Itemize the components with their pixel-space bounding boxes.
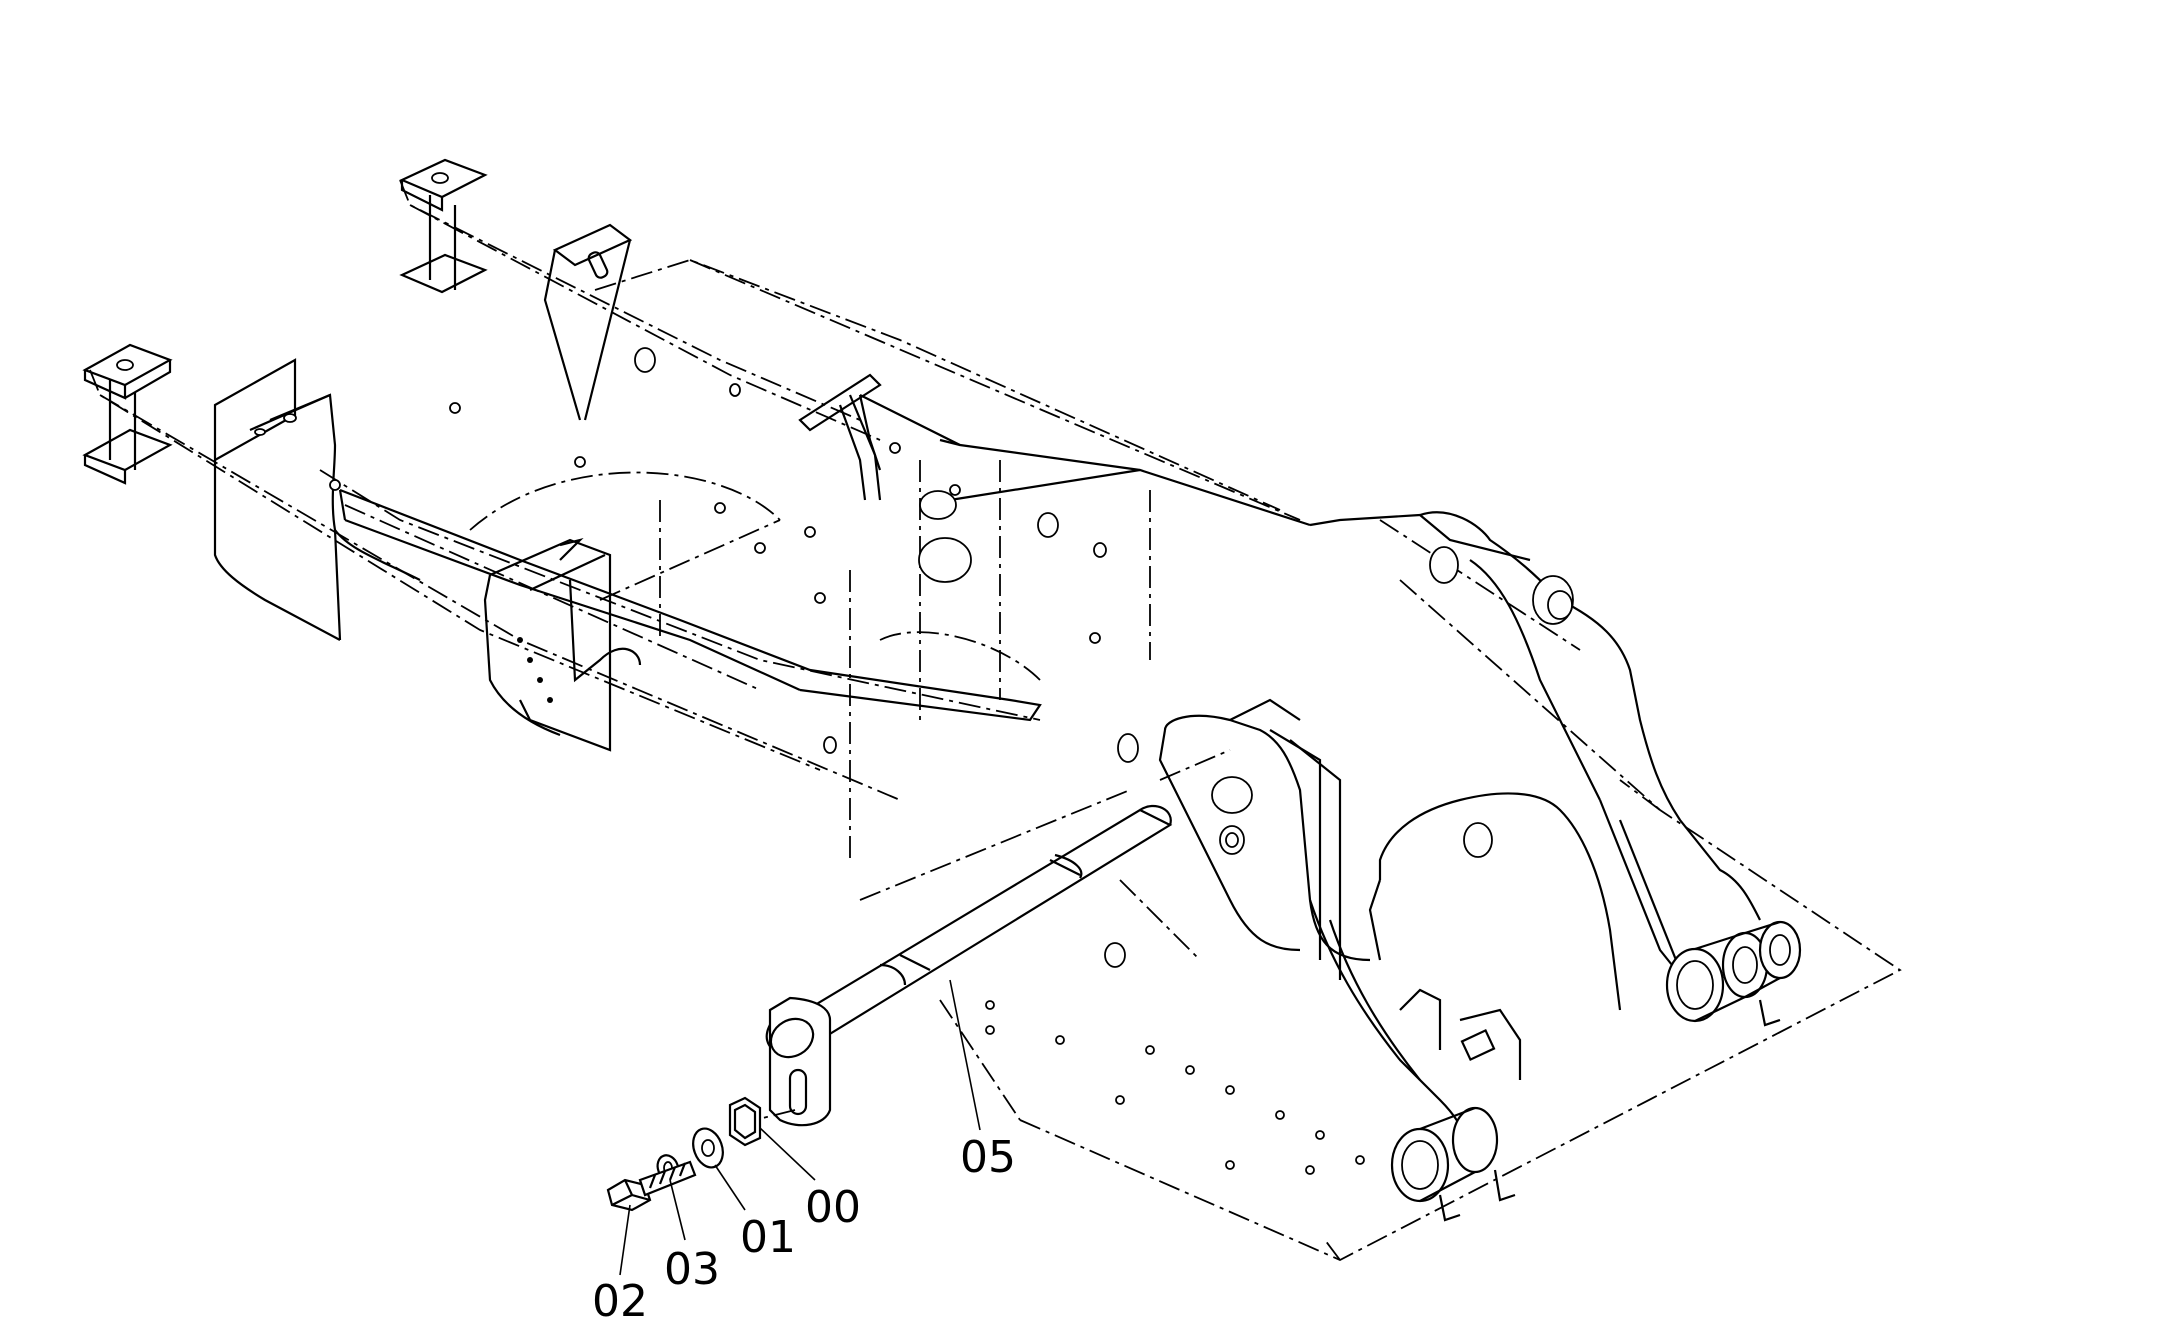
middle-upright-bracket: [483, 538, 642, 752]
loader-tower: [1117, 511, 1761, 1161]
callout-01: 01: [740, 1212, 796, 1263]
callouts: 05 00 01 03 02: [592, 1132, 1016, 1327]
front-pin-bosses: [1390, 920, 1802, 1222]
center-bracket-rear: [543, 223, 633, 421]
callout-02: 02: [592, 1276, 648, 1327]
hardware-01-washer: [692, 1127, 724, 1169]
callout-03: 03: [664, 1244, 720, 1295]
pin-05: [754, 749, 1231, 1127]
frame-bolts: [329, 402, 1101, 644]
right-side-wall: [634, 347, 1311, 968]
cross-beam: [338, 488, 1042, 722]
callout-05: 05: [960, 1132, 1016, 1183]
leader-lines: [619, 979, 981, 1276]
base-plate-holes: [985, 1000, 1365, 1175]
rear-mount-left: [82, 343, 173, 485]
hardware-00-square-nut: [728, 1096, 762, 1147]
center-bracket-mid: [798, 373, 882, 501]
frame-outline: [89, 179, 1902, 1261]
hardware-02-bolt: [606, 1160, 697, 1212]
left-rail-plates: [213, 358, 421, 641]
rear-mount-right: [399, 158, 488, 294]
callout-00: 00: [805, 1182, 861, 1233]
